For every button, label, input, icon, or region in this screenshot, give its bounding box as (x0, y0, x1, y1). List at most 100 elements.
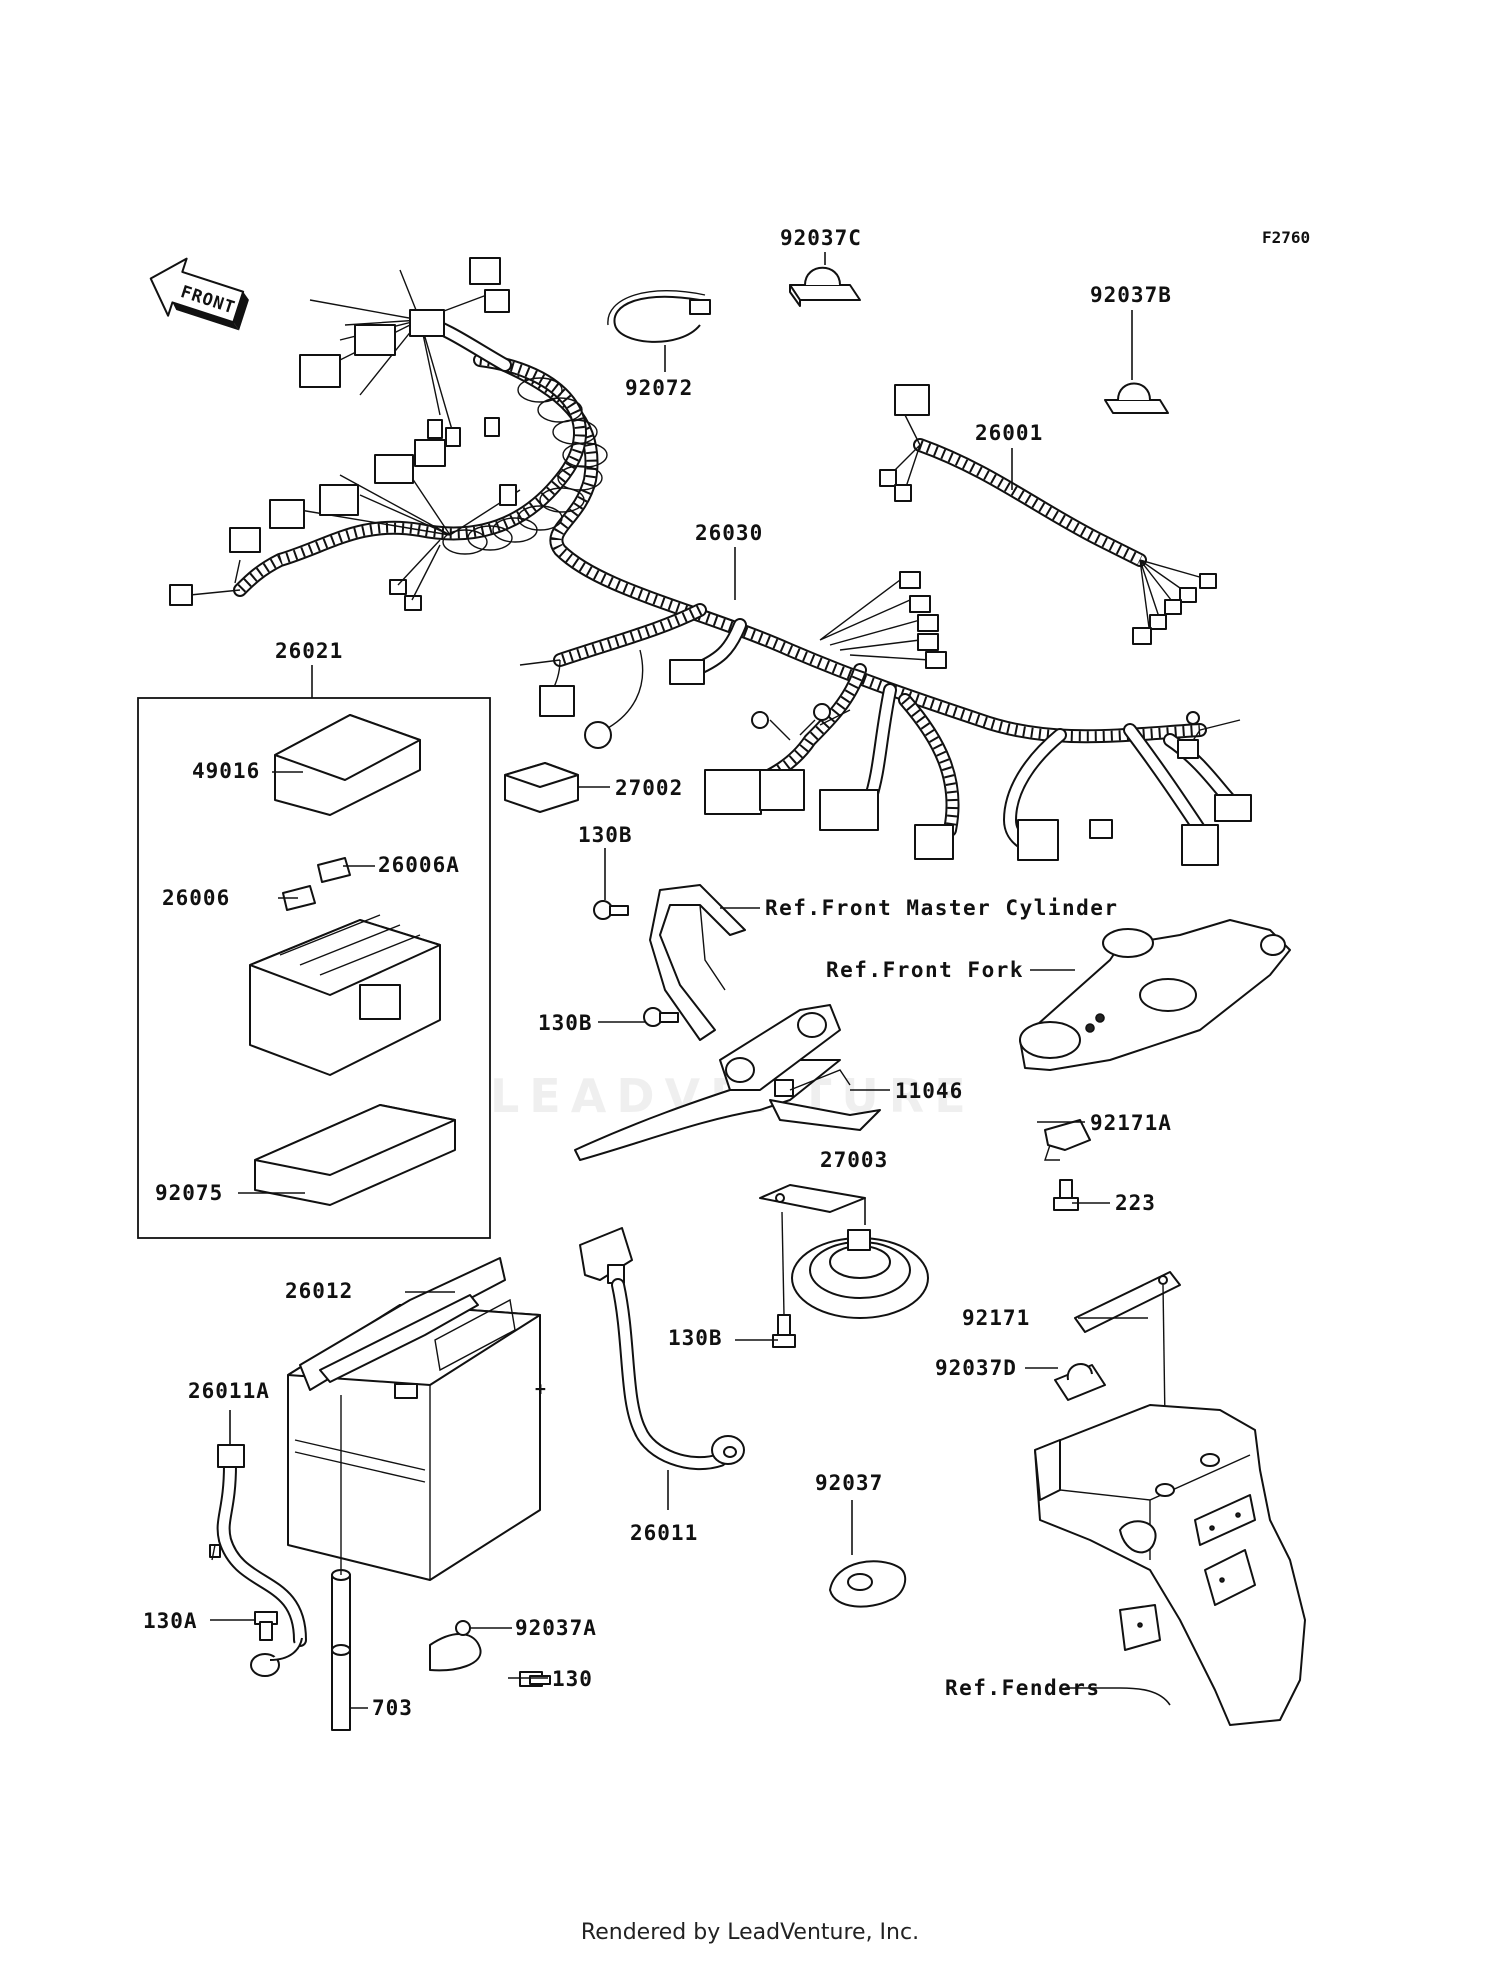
harness-connector (169, 584, 193, 606)
tie-strap (607, 289, 711, 343)
clamp-92037 (829, 1560, 907, 1608)
callout-92037A: 92037A (515, 1616, 597, 1640)
leader-lines (210, 252, 1171, 1709)
bolt-130B-middle (643, 1007, 679, 1027)
harness-connector (354, 324, 396, 356)
harness-connector (1017, 819, 1059, 861)
clamp-92037D (1054, 1363, 1106, 1401)
harness-plug (1186, 711, 1200, 725)
callout-92171: 92171 (962, 1306, 1030, 1330)
tube-703 (331, 1569, 351, 1731)
harness-connector (1164, 599, 1182, 615)
harness-connector (374, 454, 414, 484)
harness-connector (879, 469, 897, 487)
harness-connector (414, 439, 446, 467)
harness-connector (1149, 614, 1167, 630)
harness-connector (894, 484, 912, 502)
harness-connector (759, 769, 805, 811)
harness-connector (894, 384, 930, 416)
fuse-box-cover-92075 (254, 1104, 456, 1206)
harness-connector (299, 354, 341, 388)
fuse-26006 (282, 885, 316, 911)
strap-92171 (1074, 1271, 1181, 1333)
harness-connector (819, 789, 879, 831)
bolt-223 (1053, 1179, 1079, 1211)
sub-harness (879, 384, 1217, 645)
callout-92075: 92075 (155, 1181, 223, 1205)
harness-connector (704, 769, 762, 815)
footer-credit: Rendered by LeadVenture, Inc. (580, 1920, 920, 1945)
harness-connector (899, 571, 921, 589)
battery-26012: + (287, 1257, 547, 1581)
cable-26011A (209, 1444, 307, 1677)
fuse-box-group-frame (137, 697, 491, 1239)
callout-130B-top: 130B (578, 823, 633, 847)
callout-26012: 26012 (285, 1279, 353, 1303)
relay-27002 (504, 762, 579, 813)
cable-26011 (579, 1227, 745, 1471)
callout-26001: 26001 (975, 421, 1043, 445)
ref-front-fork: Ref.Front Fork (826, 958, 1024, 982)
harness-connector (1214, 794, 1252, 822)
callout-92037: 92037 (815, 1471, 883, 1495)
clamp-92037C (789, 266, 861, 307)
harness-connector (1177, 739, 1199, 759)
harness-plug (813, 703, 831, 721)
harness-connector (539, 685, 575, 717)
front-arrow-icon: FRONT (149, 257, 249, 331)
harness-connector (409, 309, 445, 337)
main-harness (169, 257, 1252, 866)
callout-26021: 26021 (275, 639, 343, 663)
bolt-130 (519, 1671, 551, 1687)
harness-connector (909, 595, 931, 613)
harness-connector (917, 633, 939, 651)
fuse-box-cover (274, 714, 421, 816)
callout-130: 130 (552, 1667, 593, 1691)
callout-26006: 26006 (162, 886, 230, 910)
callout-130B-middle: 130B (538, 1011, 593, 1035)
callout-26006A: 26006A (378, 853, 460, 877)
ref-front-master-cylinder: Ref.Front Master Cylinder (765, 896, 1119, 920)
figure-code: F2760 (1262, 228, 1310, 247)
harness-plug (751, 711, 769, 729)
fuse-26006A (317, 857, 351, 883)
harness-connector (1181, 824, 1219, 866)
callout-49016: 49016 (192, 759, 260, 783)
callout-26011A: 26011A (188, 1379, 270, 1403)
fuse-box (249, 914, 441, 1076)
callout-26030: 26030 (695, 521, 763, 545)
callout-92072: 92072 (625, 376, 693, 400)
clip-92171A (1044, 1119, 1091, 1161)
svg-text:+: + (535, 1379, 547, 1400)
callout-92037B: 92037B (1090, 283, 1172, 307)
master-cylinder-clip (649, 884, 746, 1041)
harness-connector (917, 614, 939, 632)
harness-connector (1179, 587, 1197, 603)
callout-223: 223 (1115, 1191, 1156, 1215)
callout-703: 703 (372, 1696, 413, 1720)
bolt-130B-top (593, 900, 629, 920)
rear-fender (1034, 1404, 1306, 1726)
harness-connector (1199, 573, 1217, 589)
harness-connector (484, 289, 510, 313)
callout-27002: 27002 (615, 776, 683, 800)
bolt-130A (254, 1611, 278, 1641)
front-fork-bracket (1019, 919, 1291, 1071)
harness-connector (925, 651, 947, 669)
callout-labels: 92037C 92037B 92072 26001 26030 26021 49… (143, 226, 1172, 1720)
clamp-92037A (429, 1620, 482, 1672)
callout-27003: 27003 (820, 1148, 888, 1172)
harness-connector (445, 427, 461, 447)
harness-connector (469, 257, 501, 285)
callout-26011: 26011 (630, 1521, 698, 1545)
callout-130B-bottom: 130B (668, 1326, 723, 1350)
callout-92037C: 92037C (780, 226, 862, 250)
harness-connector (1132, 627, 1152, 645)
harness-connector (319, 484, 359, 516)
callout-11046: 11046 (895, 1079, 963, 1103)
harness-connector (669, 659, 705, 685)
harness-connector (269, 499, 305, 529)
callout-92171A: 92171A (1090, 1111, 1172, 1135)
harness-connector (229, 527, 261, 553)
